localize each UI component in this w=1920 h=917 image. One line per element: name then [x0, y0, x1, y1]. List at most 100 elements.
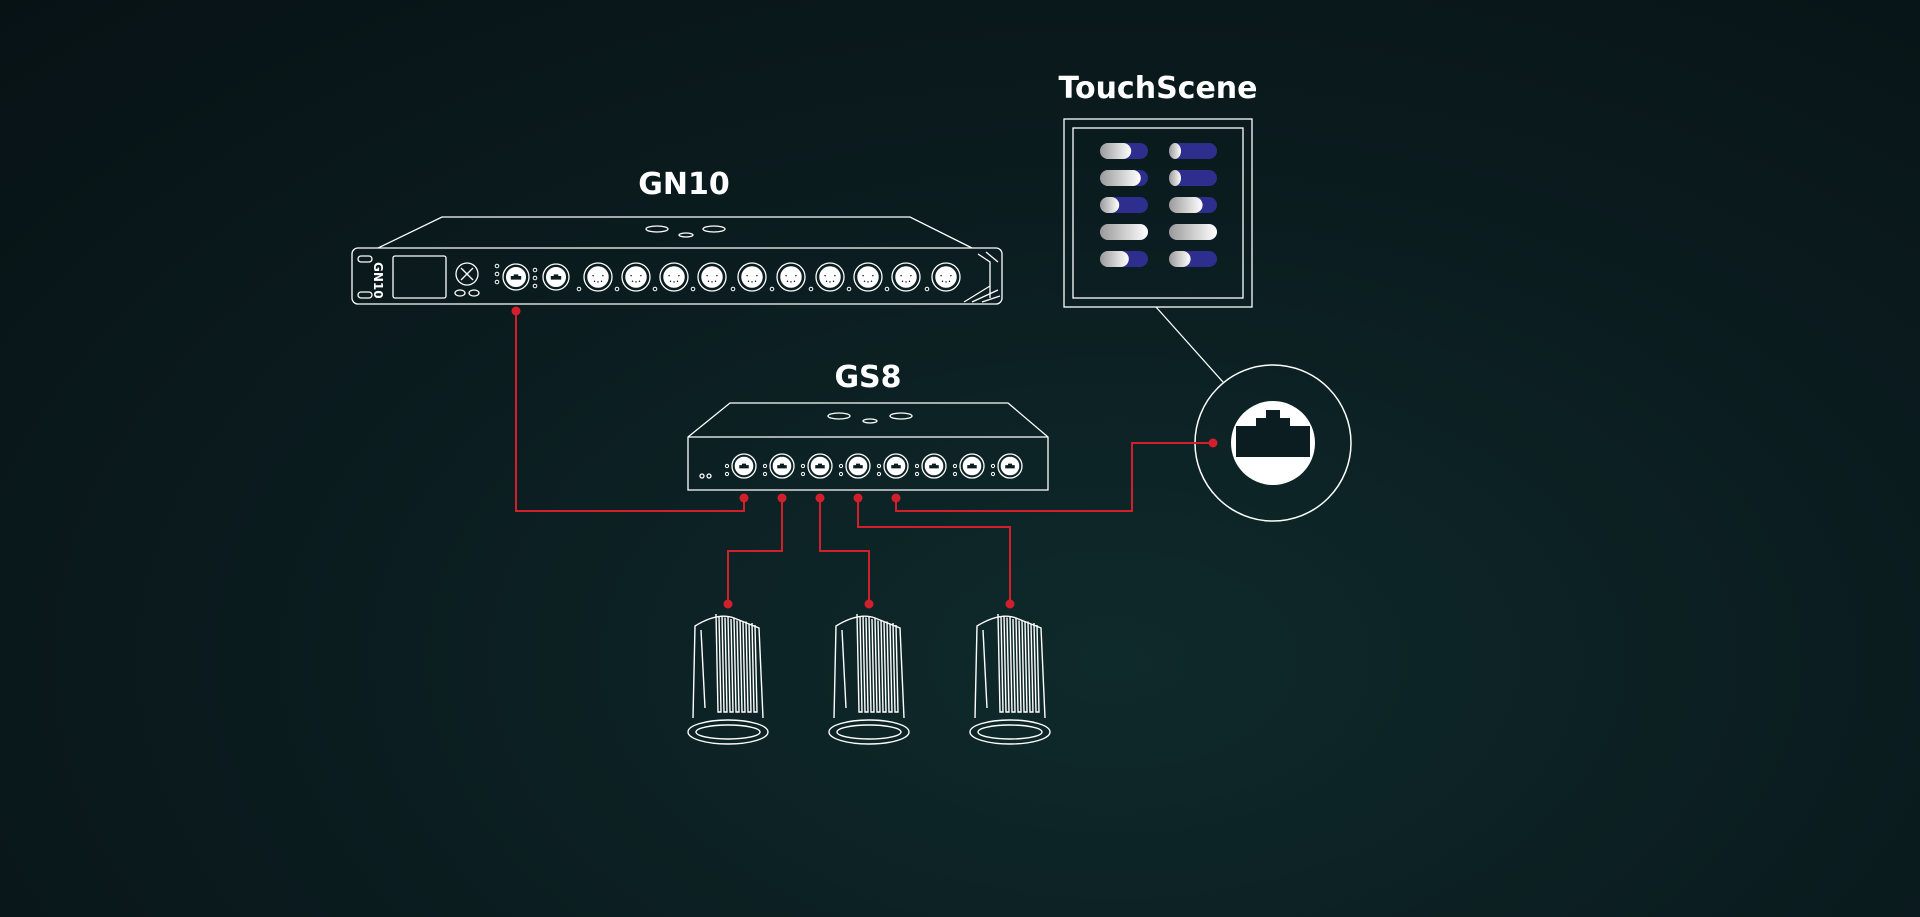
- cable-endpoint: [815, 493, 825, 503]
- gs8-led: [952, 471, 958, 477]
- downlight-icon: [969, 613, 1051, 745]
- gn10-xlr-ports: [576, 262, 961, 292]
- gn10-top-hole: [702, 225, 726, 233]
- cable-endpoints: [511, 306, 1218, 609]
- ethernet-port-callout: [1194, 364, 1352, 522]
- gs8-label: GS8: [834, 360, 901, 395]
- gn10-ear: [357, 291, 373, 299]
- gn10-ear: [357, 255, 373, 263]
- gs8-led: [876, 471, 882, 477]
- gn10-panel-logo: GN10: [371, 262, 385, 299]
- cable-endpoint: [853, 493, 863, 503]
- gn10-led: [532, 275, 538, 281]
- gs8-led: [876, 463, 882, 469]
- gs8-led: [724, 471, 730, 477]
- gs8-led: [800, 471, 806, 477]
- gs8-device: GS8: [687, 360, 1049, 491]
- xlr-icon: [776, 262, 806, 292]
- rj45-icon: [921, 453, 947, 479]
- gs8-led: [990, 471, 996, 477]
- downlight-icon: [687, 613, 769, 745]
- cable-gs8-to-touchscene: [895, 442, 1213, 512]
- xlr-icon: [853, 262, 883, 292]
- xlr-icon: [583, 262, 613, 292]
- rj45-icon: [502, 263, 530, 291]
- gn10-top-outline: [377, 216, 973, 249]
- gn10-button: [468, 289, 480, 297]
- cable-endpoint: [891, 493, 901, 503]
- gn10-led: [494, 279, 500, 285]
- slider-icon: [1100, 170, 1148, 186]
- xlr-icon: [931, 262, 961, 292]
- touchscene-connector-line: [1155, 306, 1224, 383]
- gs8-led: [699, 473, 705, 479]
- xlr-icon: [659, 262, 689, 292]
- rj45-icon: [883, 453, 909, 479]
- slider-icon: [1169, 170, 1217, 186]
- rj45-icon: [731, 453, 757, 479]
- cable-gs8-to-downlight-2: [819, 498, 870, 604]
- gn10-knob: [455, 262, 479, 286]
- cable-endpoint: [723, 599, 733, 609]
- rj45-icon: [769, 453, 795, 479]
- touchscene-slider-grid: [1100, 143, 1217, 267]
- rj45-icon: [1236, 410, 1310, 457]
- touchscene-device: TouchScene: [1058, 71, 1258, 383]
- gs8-led: [990, 463, 996, 469]
- xlr-icon: [891, 262, 921, 292]
- gs8-led: [838, 463, 844, 469]
- gs8-top-hole: [889, 412, 913, 420]
- cable-endpoint: [511, 306, 521, 316]
- gn10-led: [532, 283, 538, 289]
- touchscene-screen: [1072, 127, 1244, 299]
- gn10-display: [392, 255, 447, 299]
- gs8-led: [952, 463, 958, 469]
- xlr-icon: [737, 262, 767, 292]
- gn10-device: GN10 GN10: [351, 167, 1003, 305]
- gs8-led: [706, 473, 712, 479]
- gs8-led: [914, 471, 920, 477]
- gs8-top-hole: [862, 418, 878, 424]
- gs8-led: [838, 471, 844, 477]
- gn10-vent: [963, 251, 1001, 303]
- cable-gs8-to-downlight-3: [857, 498, 1011, 604]
- gs8-rj45-ports: [724, 453, 1023, 479]
- cable-gs8-to-downlight-1: [727, 498, 783, 604]
- rj45-icon: [542, 263, 570, 291]
- cable-endpoint: [739, 493, 749, 503]
- gn10-front-panel: [351, 247, 1003, 305]
- slider-icon: [1169, 251, 1217, 267]
- downlights: [687, 613, 1051, 745]
- gn10-rj45-ports: [494, 263, 570, 291]
- xlr-icon: [621, 262, 651, 292]
- xlr-icon: [697, 262, 727, 292]
- gs8-led: [914, 463, 920, 469]
- gn10-label: GN10: [638, 167, 729, 202]
- rj45-icon: [997, 453, 1023, 479]
- xlr-icon: [815, 262, 845, 292]
- cable-endpoint: [1005, 599, 1015, 609]
- rj45-icon: [959, 453, 985, 479]
- cable-gn10-to-gs8: [515, 311, 745, 512]
- cables: [515, 311, 1213, 604]
- gn10-knob-mark: [460, 267, 474, 281]
- slider-icon: [1169, 143, 1217, 159]
- cable-endpoint: [1208, 438, 1218, 448]
- cable-endpoint: [777, 493, 787, 503]
- gs8-led: [762, 471, 768, 477]
- cable-endpoint: [864, 599, 874, 609]
- gn10-top-hole: [678, 232, 694, 238]
- gs8-top-hole: [827, 412, 851, 420]
- touchscene-frame: [1063, 118, 1253, 308]
- touchscene-label: TouchScene: [1058, 71, 1257, 106]
- gn10-led: [494, 271, 500, 277]
- gs8-led: [762, 463, 768, 469]
- slider-icon: [1100, 197, 1148, 213]
- rj45-icon: [845, 453, 871, 479]
- gn10-led: [494, 263, 500, 269]
- slider-icon: [1100, 224, 1148, 240]
- gn10-led: [532, 267, 538, 273]
- downlight-icon: [828, 613, 910, 745]
- gs8-led: [800, 463, 806, 469]
